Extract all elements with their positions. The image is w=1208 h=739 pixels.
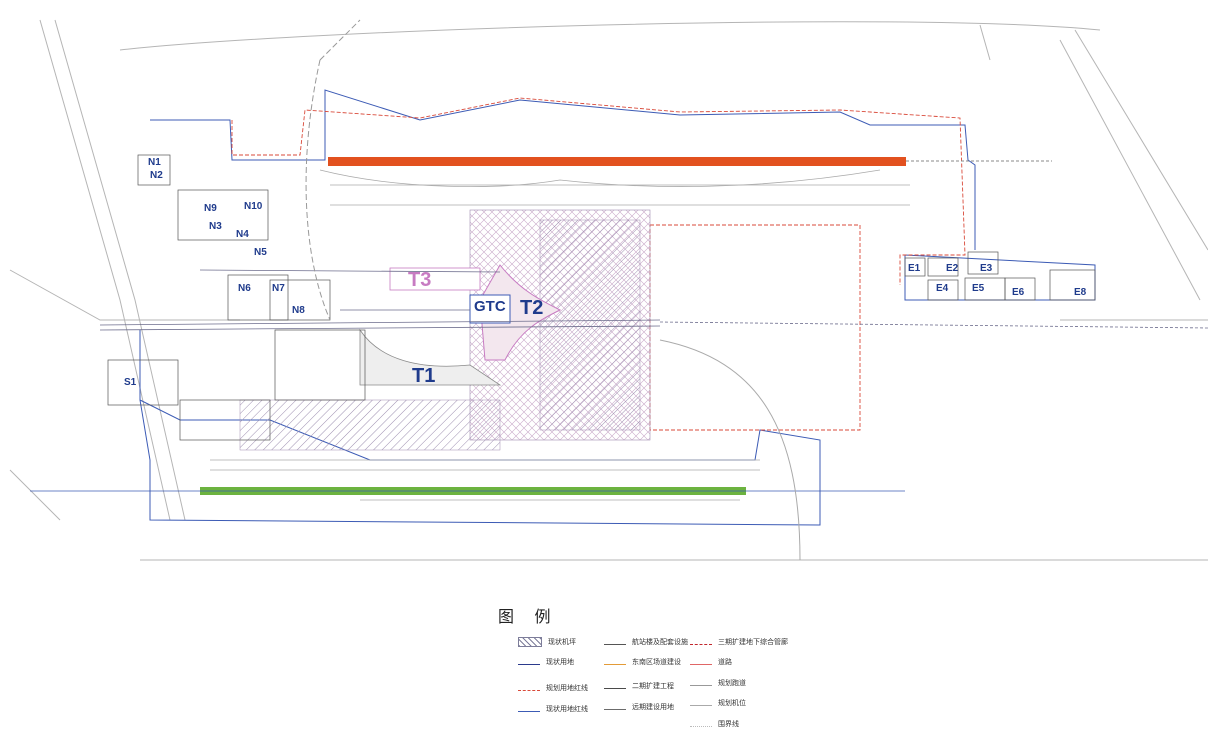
legend-line-swatch [690,659,712,665]
legend-line-swatch [690,721,712,727]
legend-item: 规划机位 [690,697,746,709]
east-support-buildings [904,251,1096,301]
terminal-t2-label[interactable]: T2 [520,297,544,319]
terminal-t1-label[interactable]: T1 [412,365,436,387]
legend-label: 远期建设用地 [632,704,674,711]
zone-e8-label[interactable]: E8 [1074,287,1087,298]
legend-line-swatch [604,639,626,645]
legend-item: 航站楼及配套设施 [604,636,688,648]
legend-line-swatch [604,659,626,665]
legend-line-swatch [690,700,712,706]
legend-label: 规划机位 [718,700,746,707]
terminal-t3-label[interactable]: T3 [408,269,432,291]
legend-label: 现状用地红线 [546,706,588,713]
zone-n8-label[interactable]: N8 [292,305,305,316]
legend-line-swatch [518,706,540,712]
gtc-label[interactable]: GTC [474,298,506,315]
legend-item: 现状用地红线 [518,703,588,715]
legend-label: 规划用地红线 [546,685,588,692]
zone-n2-label[interactable]: N2 [150,170,163,181]
legend-label: 航站楼及配套设施 [632,639,688,646]
zone-e2-label[interactable]: E2 [946,263,959,274]
legend-item: 二期扩建工程 [604,680,674,692]
zone-e6-label[interactable]: E6 [1012,287,1025,298]
zone-n3-label[interactable]: N3 [209,221,222,232]
legend-item: 规划跑道 [690,677,746,689]
legend-label: 道路 [718,659,732,666]
zone-n10-label[interactable]: N10 [244,201,263,212]
zone-s1-label[interactable]: S1 [124,377,137,388]
taxiways [210,169,910,501]
legend-item: 三期扩建地下综合管廊 [690,636,788,648]
legend-line-swatch [604,683,626,689]
zone-n5-label[interactable]: N5 [254,247,267,258]
legend-line-swatch [518,685,540,691]
legend-item: 围界线 [690,718,739,730]
apron-east [539,219,641,431]
gtc-building [469,294,511,324]
terminal-t1-building [359,328,502,386]
legend-line-swatch [604,704,626,710]
legend-item: 现状机坪 [518,636,576,648]
legend-label: 二期扩建工程 [632,683,674,690]
legend-line-swatch [690,680,712,686]
zone-e4-label[interactable]: E4 [936,283,949,294]
legend-line-swatch [518,659,540,665]
terminal-t2-building [479,264,562,361]
legend-label: 三期扩建地下综合管廊 [718,639,788,646]
surrounding-roads [9,19,1208,561]
legend-line-swatch [690,639,712,645]
apron-south [239,399,501,451]
zone-e1-label[interactable]: E1 [908,263,921,274]
terminal-access-roads [99,269,1208,331]
legend-item: 远期建设用地 [604,701,674,713]
east-arc-road [659,339,801,561]
legend-label: 现状用地 [546,659,574,666]
zone-e3-label[interactable]: E3 [980,263,993,274]
legend-item: 道路 [690,656,732,668]
railway-line [305,19,361,321]
legend-title: 图 例 [498,609,559,626]
legend-item: 规划用地红线 [518,682,588,694]
zone-n4-label[interactable]: N4 [236,229,249,240]
legend-label: 现状机坪 [548,639,576,646]
legend-label: 规划跑道 [718,680,746,687]
zone-n1-label[interactable]: N1 [148,157,161,168]
legend-label: 东南区场道建设 [632,659,681,666]
legend-item: 东南区场道建设 [604,656,681,668]
terminal-t3-building [389,267,481,291]
west-support-buildings [107,154,366,441]
north-runway [328,157,906,166]
zone-e5-label[interactable]: E5 [972,283,985,294]
zone-n6-label[interactable]: N6 [238,283,251,294]
legend-item: 现状用地 [518,656,574,668]
legend-label: 围界线 [718,721,739,728]
zone-n9-label[interactable]: N9 [204,203,217,214]
zone-n7-label[interactable]: N7 [272,283,285,294]
legend-hatch-swatch [518,637,542,647]
